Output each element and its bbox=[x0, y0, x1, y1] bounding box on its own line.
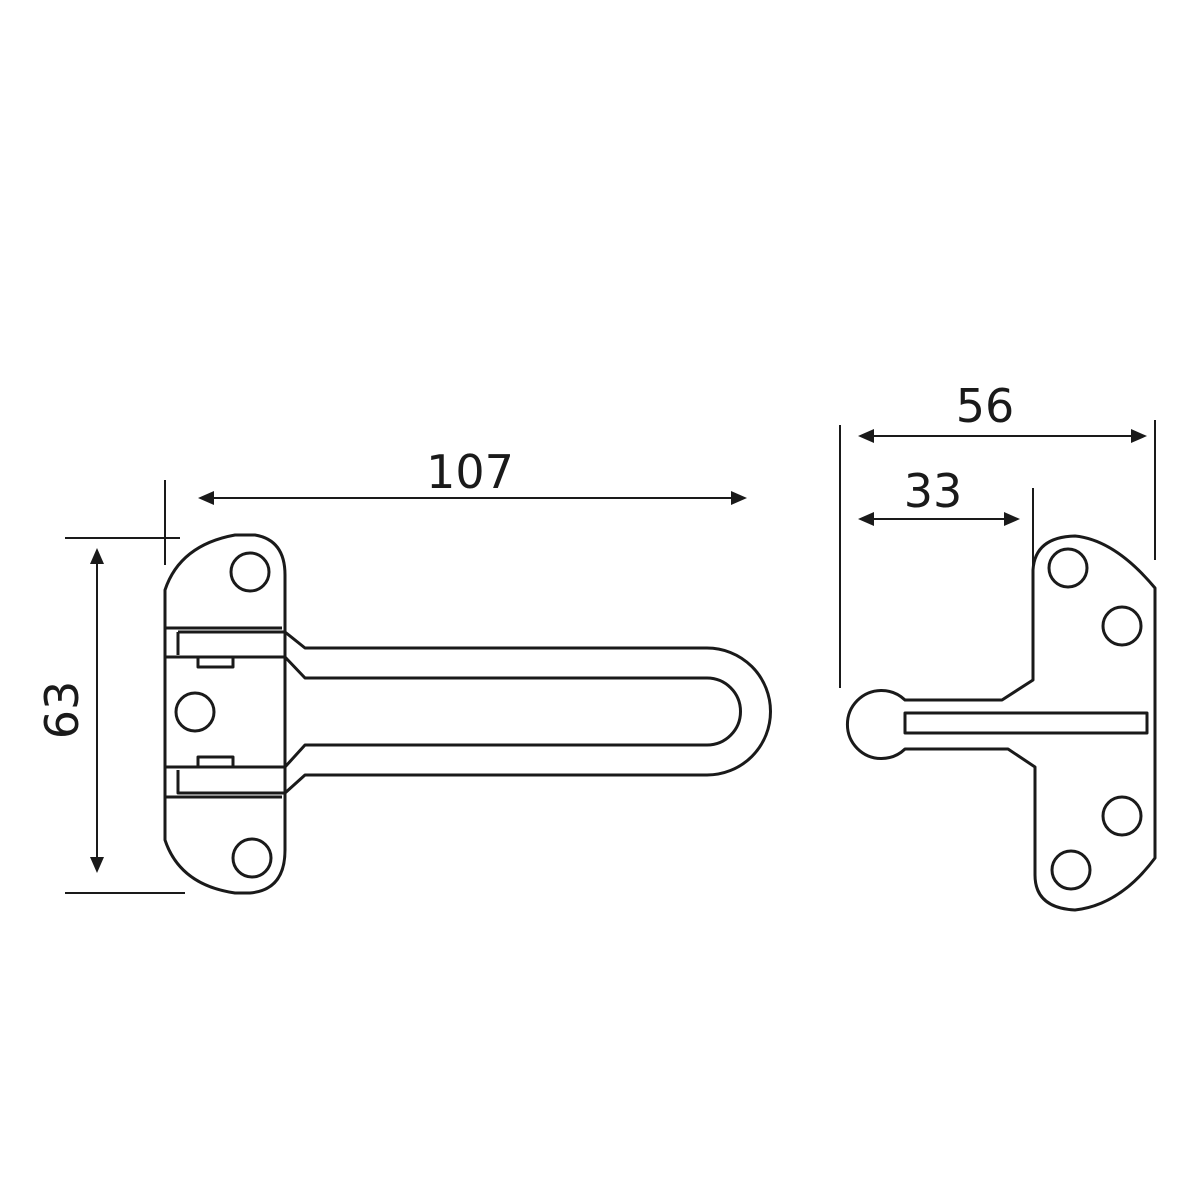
dimension-label-height: 63 bbox=[35, 681, 89, 740]
dimension-label-arm-depth: 33 bbox=[904, 464, 963, 518]
screw-hole bbox=[174, 691, 216, 733]
side-mounting-plate bbox=[846, 534, 1157, 912]
guard-slot bbox=[903, 711, 1149, 735]
screw-hole bbox=[229, 551, 271, 593]
front-view bbox=[163, 533, 772, 895]
screw-hole bbox=[1101, 605, 1143, 647]
screw-hole bbox=[1047, 547, 1089, 589]
dimension-63: 63 bbox=[35, 548, 185, 894]
screw-hole bbox=[231, 837, 273, 879]
guard-arm bbox=[283, 630, 772, 795]
screw-hole bbox=[1050, 849, 1092, 891]
screw-hole bbox=[1101, 795, 1143, 837]
dimension-56: 56 bbox=[839, 379, 1156, 688]
dimension-label-total-depth: 56 bbox=[956, 379, 1015, 433]
front-mounting-plate bbox=[163, 533, 287, 895]
dimension-107: 107 bbox=[65, 445, 747, 565]
hinge-details bbox=[165, 626, 285, 799]
dimension-label-length: 107 bbox=[426, 445, 514, 499]
side-view bbox=[846, 534, 1157, 912]
dimension-33: 33 bbox=[858, 464, 1034, 570]
